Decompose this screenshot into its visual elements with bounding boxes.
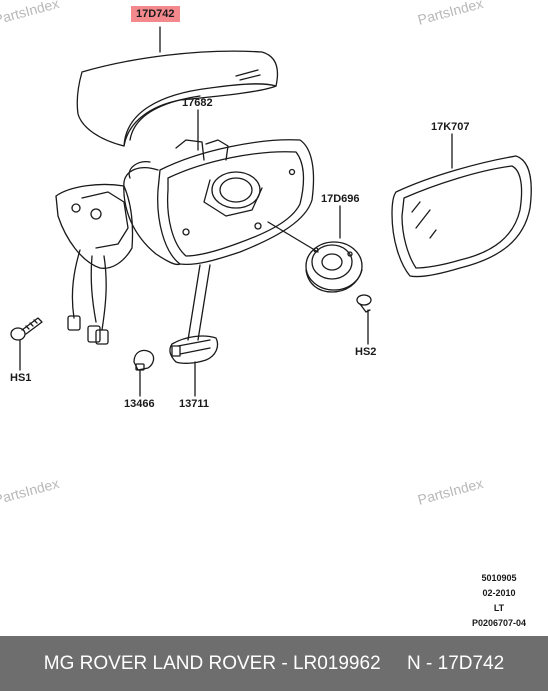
footer-bar: MG ROVER LAND ROVER - LR019962 N - 17D74… — [0, 636, 548, 691]
callout-bulb: 13466 — [124, 398, 155, 410]
screw-left-part — [10, 317, 43, 341]
callout-cover: 17D742 — [131, 6, 180, 22]
bulb-part — [133, 349, 155, 371]
mirror-motor-part — [305, 241, 363, 293]
lamp-part — [169, 335, 219, 364]
screw-right-part — [356, 294, 372, 313]
callout-screw-right: HS2 — [355, 346, 377, 358]
callout-housing: 17682 — [182, 97, 213, 109]
mirror-base-part — [55, 183, 134, 345]
drawing-ref-line3: LT — [493, 603, 505, 613]
callout-motor: 17D696 — [321, 193, 360, 205]
drawing-ref-line1: 5010905 — [481, 573, 517, 583]
exploded-parts-diagram — [10, 26, 532, 397]
callout-screw-left: HS1 — [10, 372, 32, 384]
drawing-ref-line2: 02-2010 — [482, 588, 516, 598]
drawing-ref-line4: P0206707-04 — [471, 618, 527, 628]
footer-part-number: MG ROVER LAND ROVER - LR019962 N - 17D74… — [43, 652, 505, 674]
mirror-glass-part — [391, 155, 532, 278]
callout-glass: 17K707 — [431, 121, 470, 133]
leader-line-lamp-housing — [197, 264, 211, 341]
mirror-housing-part — [123, 139, 315, 266]
callout-lamp: 13711 — [179, 398, 209, 410]
mirror-cover-part — [76, 50, 279, 147]
